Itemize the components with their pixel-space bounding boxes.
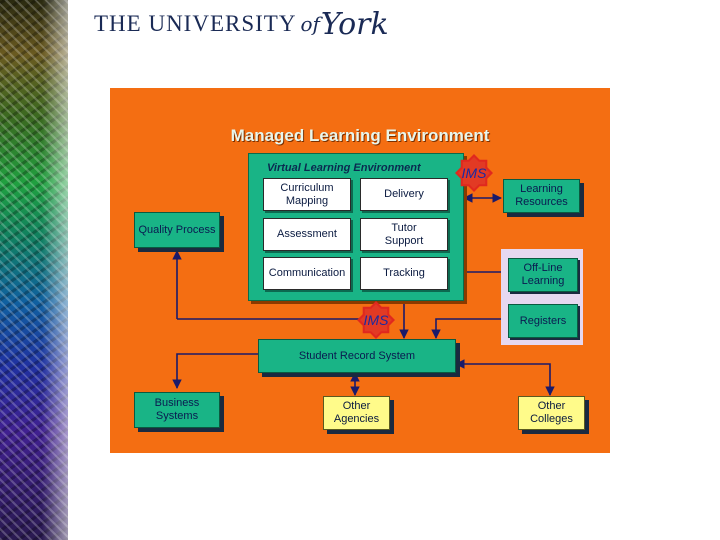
ims-label-bottom: IMS [363,312,389,328]
other-agencies-box: Other Agencies [323,396,390,430]
logo-of-text: of [300,12,320,36]
communication-box: Communication [263,257,351,290]
ims-badge-top: IMS [455,154,493,192]
line-srs-business [172,353,258,389]
tracking-box: Tracking [360,257,448,290]
assessment-box: Assessment [263,218,351,251]
off-line-learning-box: Off-Line Learning [508,258,578,292]
student-record-system-box: Student Record System [258,339,456,373]
curriculum-mapping-box: Curriculum Mapping [263,178,351,211]
registers-box: Registers [508,304,578,338]
delivery-box: Delivery [360,178,448,211]
tutor-support-box: Tutor Support [360,218,448,251]
quality-process-box: Quality Process [134,212,220,248]
decorative-side-strip [0,0,68,540]
ims-badge-bottom: IMS [357,301,395,339]
other-colleges-box: Other Colleges [518,396,585,430]
learning-resources-box: Learning Resources [503,179,580,213]
virtual-learning-environment: Virtual Learning Environment Curriculum … [248,153,464,301]
strip-fade [42,0,68,540]
ims-label-top: IMS [461,165,487,181]
logo-york-text: York [320,6,389,42]
line-registers-srs [431,318,506,339]
mle-diagram: Managed Learning Environment Virtual Lea… [110,88,610,453]
vle-title: Virtual Learning Environment [267,162,421,174]
business-systems-box: Business Systems [134,392,220,428]
line-srs-colleges [455,359,555,396]
logo-university-text: THE UNIVERSITY [94,11,297,36]
diagram-title: Managed Learning Environment [230,126,490,145]
university-logo: THE UNIVERSITY of York [94,4,389,44]
